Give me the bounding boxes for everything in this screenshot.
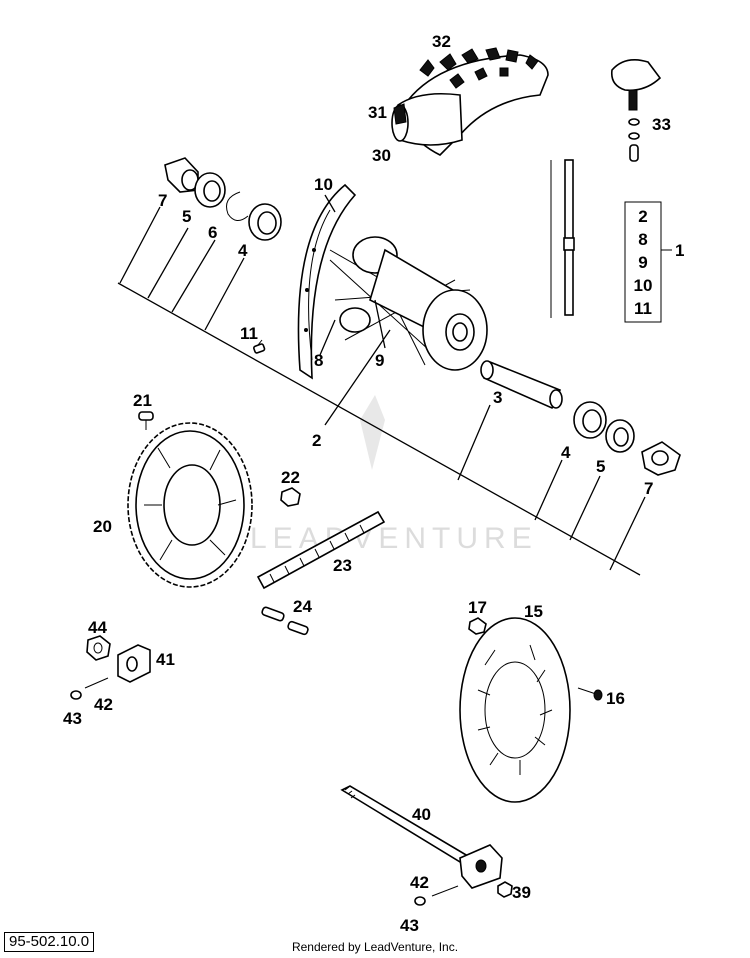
callout-bearing-right: 4 — [561, 443, 571, 462]
disc-nut-part[interactable] — [468, 617, 487, 635]
seal-part-left[interactable] — [194, 172, 226, 208]
adjuster-bolt-part[interactable] — [84, 677, 109, 689]
callout-spacer-right: 7 — [644, 479, 653, 498]
callout-spacer-left: 7 — [158, 191, 167, 210]
callout-seal-right: 5 — [596, 457, 605, 476]
spacer-part-left[interactable] — [164, 157, 199, 193]
adjuster-locknut-part[interactable] — [70, 690, 82, 700]
kit-item: 2 — [638, 207, 647, 226]
callout-axle-nut: 39 — [512, 883, 531, 902]
callout-axle-bolt: 42 — [410, 873, 429, 892]
callout-adjuster-bolt: 42 — [94, 695, 113, 714]
spacer-part-right[interactable] — [641, 441, 681, 476]
adjuster-nut-part[interactable] — [86, 635, 111, 661]
axle-locknut-part[interactable] — [414, 896, 426, 906]
callout-spoke-set-8: 8 — [314, 351, 323, 370]
sprocket-nut-part[interactable] — [280, 487, 301, 507]
callout-spacer-tube: 3 — [493, 388, 502, 407]
callout-circlip: 6 — [208, 223, 217, 242]
callout-disc-bolt: 16 — [606, 689, 625, 708]
callout-labels: 32 31 30 33 10 7 5 6 4 1 11 8 9 2 3 21 2… — [63, 32, 684, 935]
nipple-part[interactable] — [253, 343, 266, 354]
watermark-logo — [360, 395, 385, 470]
callout-rim: 10 — [314, 175, 333, 194]
callout-axle-locknut: 43 — [400, 916, 419, 935]
kit-item: 11 — [634, 299, 652, 318]
reference-code: 95-502.10.0 — [4, 932, 95, 952]
callout-spoke-set-9: 9 — [375, 351, 384, 370]
sprocket-part[interactable] — [127, 422, 253, 588]
rim-part[interactable] — [297, 183, 357, 380]
bearing-part-left[interactable] — [248, 203, 282, 241]
axle-nut-part[interactable] — [497, 881, 513, 898]
chain-adjuster-part[interactable] — [117, 644, 151, 683]
callout-sprocket-bolt: 21 — [133, 391, 152, 410]
callout-bearing-left: 4 — [238, 241, 248, 260]
brake-disc-part[interactable] — [459, 617, 571, 803]
callout-tube: 30 — [372, 146, 391, 165]
callout-tire: 32 — [432, 32, 451, 51]
spoke-part[interactable] — [550, 159, 575, 318]
bearing-part-right[interactable] — [573, 401, 607, 439]
callout-master-link: 24 — [293, 597, 312, 616]
axle-bolt-part[interactable] — [431, 885, 459, 897]
hub-part[interactable] — [329, 236, 488, 371]
callout-wheel-assembly: 1 — [675, 241, 684, 260]
callout-hub: 2 — [312, 431, 321, 450]
leader-baseline — [117, 282, 641, 576]
spacer-tube-part[interactable] — [480, 360, 563, 410]
circlip-part[interactable] — [226, 191, 249, 221]
valve-part[interactable] — [610, 59, 662, 162]
callout-brake-disc: 15 — [524, 602, 543, 621]
kit-box: 2 8 9 10 11 — [624, 201, 672, 323]
tube-part[interactable] — [397, 92, 463, 146]
kit-item: 9 — [638, 253, 647, 272]
chain-part[interactable] — [256, 510, 386, 590]
callout-chain: 23 — [333, 556, 352, 575]
master-link-part[interactable] — [261, 606, 309, 636]
leader-lines — [119, 194, 646, 571]
seal-part-right[interactable] — [605, 419, 635, 453]
callout-valve: 33 — [652, 115, 671, 134]
disc-bolt-part[interactable] — [577, 687, 603, 701]
kit-item: 10 — [634, 276, 653, 295]
callout-adjuster-locknut: 43 — [63, 709, 82, 728]
footer-credit: Rendered by LeadVenture, Inc. — [291, 940, 459, 954]
callout-axle: 40 — [412, 805, 431, 824]
callout-sprocket: 20 — [93, 517, 112, 536]
sprocket-bolt-part[interactable] — [138, 411, 154, 430]
watermark: LEADVENTURE — [250, 395, 538, 555]
tire-part[interactable] — [391, 47, 549, 156]
callout-disc-nut: 17 — [468, 598, 487, 617]
callout-seal-left: 5 — [182, 207, 191, 226]
watermark-text: LEADVENTURE — [250, 522, 538, 555]
callout-adjuster-nut: 44 — [88, 618, 107, 637]
callout-nipple: 11 — [240, 324, 258, 343]
axle-part[interactable] — [340, 785, 503, 889]
callout-sprocket-nut: 22 — [281, 468, 300, 487]
kit-item: 8 — [638, 230, 647, 249]
callout-chain-adjuster: 41 — [156, 650, 175, 669]
callout-rim-tape: 31 — [368, 103, 387, 122]
